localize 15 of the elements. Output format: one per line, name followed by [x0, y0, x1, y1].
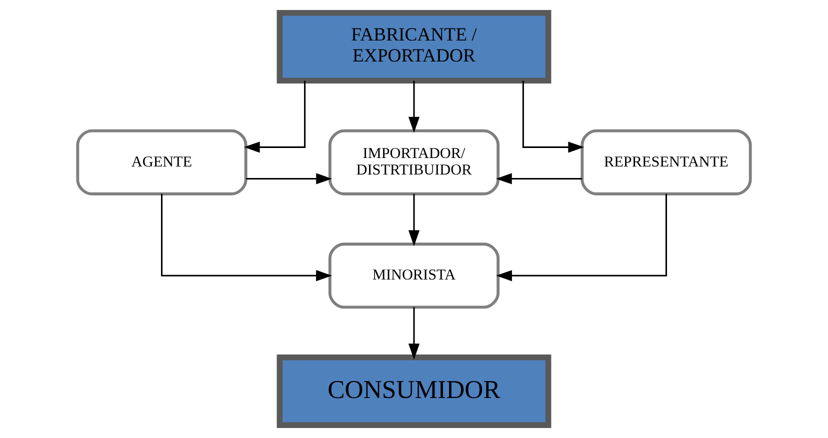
arrow	[496, 173, 582, 184]
arrow	[408, 80, 420, 133]
arrow	[408, 194, 420, 246]
node-box: AGENTE	[76, 129, 248, 196]
arrow	[522, 80, 584, 153]
arrow	[408, 307, 420, 360]
node-box: MINORISTA	[328, 242, 500, 309]
arrow	[246, 173, 332, 184]
node-box: REPRESENTANTE	[580, 129, 752, 196]
node-box: CONSUMIDOR	[276, 354, 552, 428]
node-box: FABRICANTE / EXPORTADOR	[276, 10, 552, 84]
arrow	[244, 80, 306, 153]
arrow	[161, 194, 332, 282]
arrow	[496, 194, 667, 282]
node-box: IMPORTADOR/ DISTRTIBUIDOR	[328, 129, 500, 196]
